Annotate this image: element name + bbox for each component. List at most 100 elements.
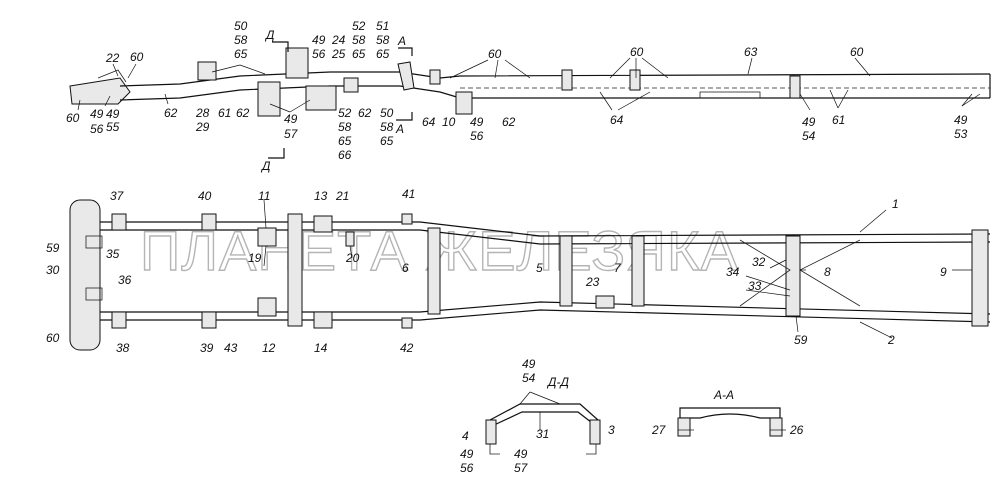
- callout: 59: [46, 241, 60, 255]
- callout: 33: [748, 279, 762, 293]
- callout: 20: [345, 251, 360, 265]
- cut-marker-d-bottom: Д: [260, 159, 271, 173]
- callout: 60: [130, 50, 144, 64]
- crossmember-front: [287, 213, 303, 327]
- rear-crossmember-9: [971, 229, 989, 327]
- callout: 65: [352, 47, 366, 61]
- callout: 55: [106, 120, 120, 134]
- callout: 58: [338, 120, 352, 134]
- callout: 24: [331, 33, 346, 47]
- crossmember-mount-3: [789, 75, 801, 99]
- callout: 60: [630, 45, 644, 59]
- callout: 58: [380, 120, 394, 134]
- callout: 3: [608, 423, 615, 437]
- bracket-52: [343, 77, 359, 93]
- callout: 54: [802, 129, 816, 143]
- front-bumper: [69, 199, 101, 351]
- crossmember-7: [631, 235, 645, 307]
- bracket-26: [769, 417, 783, 437]
- callout: 11: [258, 189, 270, 203]
- side-view-leaders: [77, 41, 981, 159]
- crossmember-8: [785, 235, 801, 317]
- callout: 23: [585, 275, 600, 289]
- callout: 65: [234, 47, 248, 61]
- callout: 65: [380, 134, 394, 148]
- cut-marker-a-bottom: А: [395, 122, 404, 136]
- callout: 53: [954, 127, 968, 141]
- callout: 19: [248, 251, 262, 265]
- crossmember-31-top: [489, 403, 599, 421]
- callout: 50: [380, 106, 394, 120]
- callout: 43: [224, 341, 238, 355]
- crossmember-aa: [679, 407, 781, 419]
- callout: 60: [488, 47, 502, 61]
- plan-view-leaders: [263, 199, 972, 339]
- callout: 61: [218, 106, 231, 120]
- callout: 25: [331, 47, 346, 61]
- callout: 10: [442, 115, 456, 129]
- cab-support: [285, 47, 309, 79]
- callout: 32: [752, 255, 766, 269]
- callout: 49: [522, 357, 536, 371]
- cut-marker-d-top: Д: [264, 28, 275, 42]
- callout: 56: [470, 129, 484, 143]
- brace-34: [739, 239, 791, 307]
- callout: 12: [262, 341, 276, 355]
- callouts: 60 22 60 49 56 49 55 62 28 29 61 50 58 6…: [46, 19, 968, 475]
- tow-hook: [97, 69, 127, 83]
- callout: 52: [338, 106, 352, 120]
- side-view: [69, 47, 991, 117]
- bracket-35: [85, 235, 103, 249]
- bracket-21: [345, 231, 355, 247]
- front-bumper-bracket: [69, 77, 131, 105]
- section-dd-view: [485, 391, 601, 455]
- callout: 49: [106, 107, 120, 121]
- bracket-38: [111, 311, 127, 329]
- callout: 57: [284, 127, 299, 141]
- callout: 38: [116, 341, 130, 355]
- callout: 4: [462, 429, 469, 443]
- callout: 13: [314, 189, 328, 203]
- callout: 60: [46, 331, 60, 345]
- bracket-3: [589, 419, 601, 445]
- side-rail-top-edge: [119, 71, 991, 87]
- callout: 37: [110, 189, 125, 203]
- callout: 39: [200, 341, 214, 355]
- left-rail-outer: [100, 221, 991, 237]
- callout: 59: [794, 333, 808, 347]
- callout: 58: [376, 33, 390, 47]
- bracket-10: [455, 91, 473, 115]
- right-rail-outer: [100, 309, 991, 323]
- callout: 49: [514, 447, 528, 461]
- bracket-42: [401, 317, 413, 329]
- crossmember-mount-1: [561, 69, 573, 91]
- callout: 1: [892, 197, 899, 211]
- callout: 60: [66, 111, 80, 125]
- section-aa-view: [677, 407, 786, 437]
- bracket-37: [111, 213, 127, 231]
- callout: 42: [400, 341, 414, 355]
- callout: 58: [352, 33, 366, 47]
- callout: 2: [887, 333, 895, 347]
- callout: 35: [106, 247, 120, 261]
- callout: 26: [789, 423, 804, 437]
- spring-hanger-1: [257, 81, 281, 117]
- crossmember-mount-2: [629, 69, 641, 91]
- bracket-4: [485, 419, 497, 445]
- callout: 49: [802, 115, 816, 129]
- callout: 60: [850, 45, 864, 59]
- callout: 6: [402, 261, 409, 275]
- bracket-64: [429, 69, 441, 85]
- callout: 64: [610, 113, 624, 127]
- bracket-41: [401, 213, 413, 225]
- callout: 49: [90, 107, 104, 121]
- bracket-23: [595, 295, 615, 309]
- callout: 29: [195, 120, 210, 134]
- callout: 31: [536, 427, 549, 441]
- section-aa-title: А-А: [713, 388, 734, 402]
- callout: 57: [514, 461, 529, 475]
- bracket-12: [257, 297, 277, 317]
- spring-bracket-front: [197, 61, 217, 81]
- crossmember-31-bottom: [491, 411, 597, 427]
